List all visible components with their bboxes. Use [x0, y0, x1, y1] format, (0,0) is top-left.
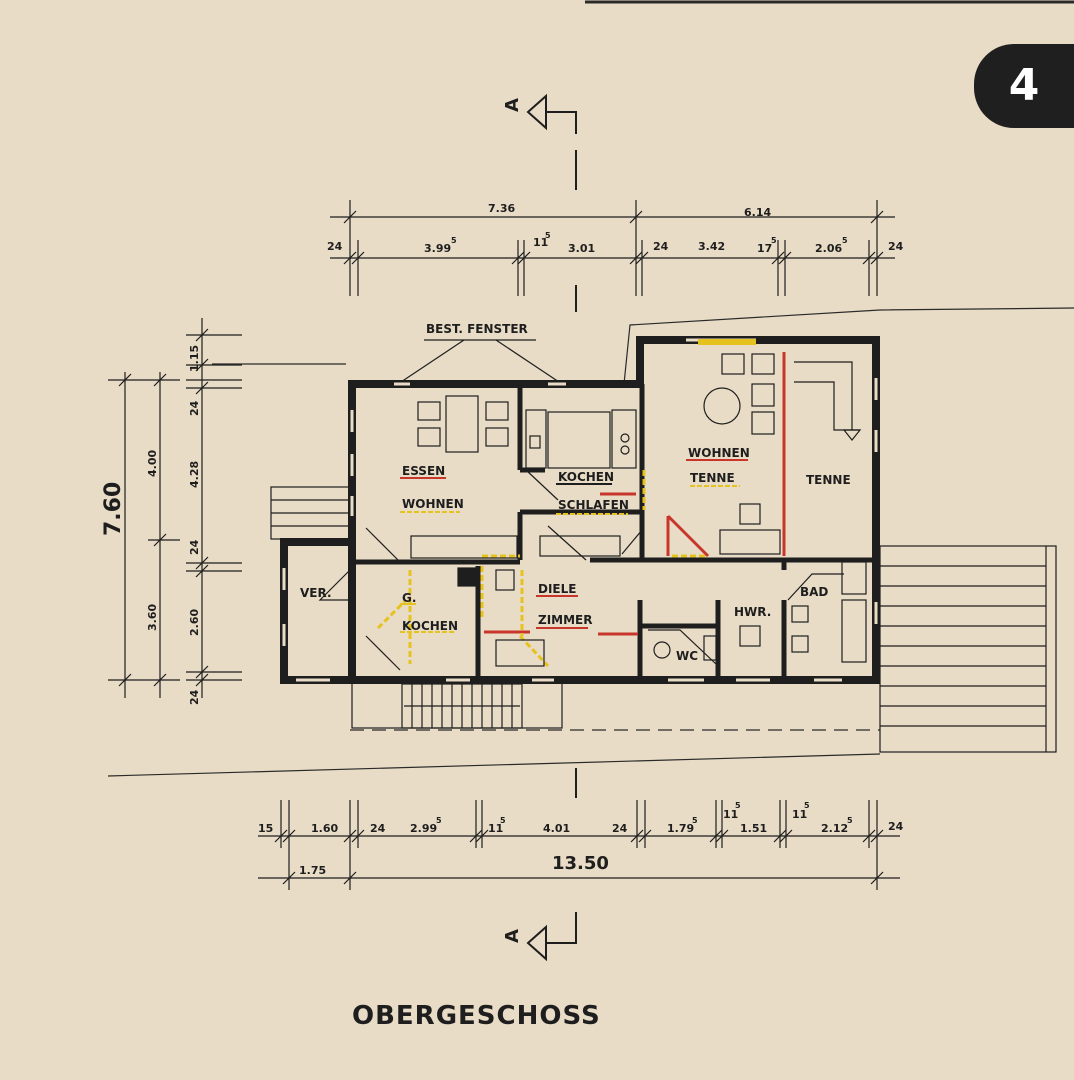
door-swings	[318, 469, 844, 671]
room-tenne-1: TENNE	[690, 471, 735, 485]
dim-bottom-total: 13.50	[552, 853, 609, 874]
room-wohnen-1: WOHNEN	[402, 497, 464, 511]
dim-top-5: 24	[653, 240, 669, 253]
room-ver: VER.	[300, 586, 332, 600]
dim-bottom-12: 2.12	[821, 822, 848, 835]
room-g: G.	[402, 591, 416, 605]
dim-bottom-12-sup: 5	[847, 816, 853, 825]
dim-bottom-11-sup: 5	[804, 801, 810, 810]
dim-top-1: 24	[327, 240, 343, 253]
dim-bottom-8-sup: 5	[692, 816, 698, 825]
dim-top-total-left: 7.36	[488, 202, 515, 215]
room-kochen-2: KOCHEN	[402, 619, 458, 633]
dim-top-7: 17	[757, 242, 772, 255]
dim-bottom-3: 24	[370, 822, 386, 835]
room-essen: ESSEN	[402, 464, 445, 478]
dim-bottom-8: 1.79	[667, 822, 694, 835]
section-marker-bottom: A	[502, 768, 577, 962]
exterior-walls	[280, 336, 880, 684]
dim-bottom-4-sup: 5	[436, 816, 442, 825]
dim-left-inner-c: 4.28	[188, 461, 201, 488]
dim-bottom-4: 2.99	[410, 822, 437, 835]
dim-top-9: 24	[888, 240, 904, 253]
dim-bottom-13: 24	[888, 820, 904, 833]
dim-left-inner-b: 24	[188, 400, 201, 416]
dim-top-3: 11	[533, 236, 548, 249]
entry-stairs	[351, 679, 563, 729]
section-letter-top: A	[502, 98, 523, 112]
bottom-dimension-chain	[258, 800, 900, 890]
room-kochen-1: KOCHEN	[558, 470, 614, 484]
top-dimension-chain	[330, 200, 895, 296]
dim-left-inner-f: 24	[188, 689, 201, 705]
dim-top-2: 3.99	[424, 242, 451, 255]
dim-top-2-sup: 5	[451, 236, 457, 245]
existing-window-annotation	[397, 339, 563, 385]
room-diele: DIELE	[538, 582, 576, 596]
dim-left-outer-a: 4.00	[146, 450, 159, 477]
room-wc: WC	[676, 649, 698, 663]
right-terrace	[879, 545, 1057, 753]
dim-left-total: 7.60	[101, 482, 126, 536]
left-balcony	[270, 486, 350, 540]
dim-left-inner-e: 2.60	[188, 609, 201, 636]
dim-left-outer-b: 3.60	[146, 604, 159, 631]
label-underlines	[400, 459, 748, 633]
furniture	[410, 353, 867, 667]
room-schlafen: SCHLAFEN	[558, 498, 629, 512]
dim-bottom-10: 1.51	[740, 822, 767, 835]
dim-bottom-2: 1.60	[311, 822, 338, 835]
dim-top-8: 2.06	[815, 242, 842, 255]
dim-bottom-9: 11	[723, 808, 738, 821]
room-zimmer: ZIMMER	[538, 613, 593, 627]
dim-top-4: 3.01	[568, 242, 595, 255]
section-letter-bottom: A	[502, 929, 523, 943]
dim-bottom-9-sup: 5	[735, 801, 741, 810]
interior-walls	[356, 384, 876, 680]
dim-bottom-1: 15	[258, 822, 273, 835]
dim-top-7-sup: 5	[771, 236, 777, 245]
dim-bottom-sub-left: 1.75	[299, 864, 326, 877]
room-tenne-2: TENNE	[806, 473, 851, 487]
label-best-fenster: BEST. FENSTER	[426, 322, 528, 336]
dim-bottom-6: 4.01	[543, 822, 570, 835]
room-wohnen-2: WOHNEN	[688, 446, 750, 460]
left-dimension-chain	[108, 318, 242, 698]
dim-left-inner-d: 24	[188, 539, 201, 555]
dim-top-total-right: 6.14	[744, 206, 771, 219]
page-number: 4	[1008, 60, 1040, 111]
section-marker-top: A	[502, 93, 577, 312]
red-markings	[484, 352, 786, 636]
dim-top-3-sup: 5	[545, 231, 551, 240]
dim-bottom-11: 11	[792, 808, 807, 821]
page-badge	[974, 44, 1074, 128]
room-bad: BAD	[800, 585, 828, 599]
dim-left-inner-a: 1.15	[188, 345, 201, 372]
dim-bottom-7: 24	[612, 822, 628, 835]
sheet-title: OBERGESCHOSS	[352, 1001, 601, 1031]
dim-top-6: 3.42	[698, 240, 725, 253]
dim-top-8-sup: 5	[842, 236, 848, 245]
dim-bottom-5: 11	[488, 822, 503, 835]
dim-bottom-5-sup: 5	[500, 816, 506, 825]
room-hwr: HWR.	[734, 605, 771, 619]
